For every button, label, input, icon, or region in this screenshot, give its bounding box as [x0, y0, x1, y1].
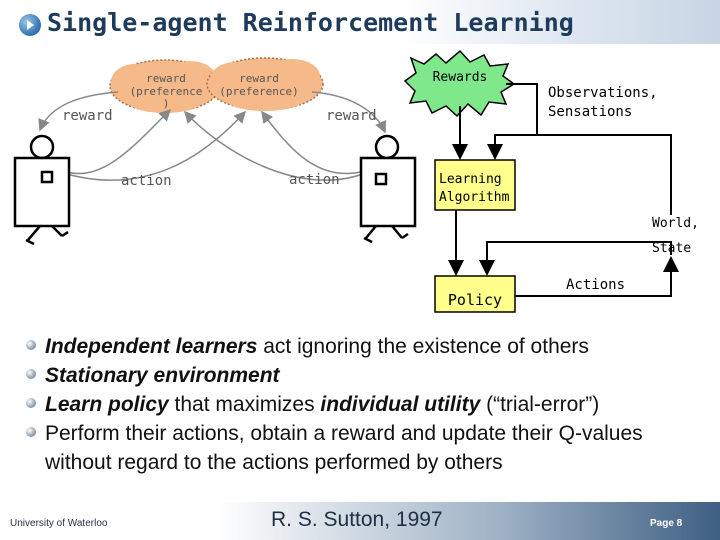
observations-to-learning-arrow	[487, 134, 672, 215]
bullet-item: Stationary environment	[26, 361, 706, 390]
bullet-text: (“trial-error”)	[480, 393, 600, 416]
bullet-item: Learn policy that maximizes individual u…	[26, 390, 706, 419]
cloud-left-line-2: (preference	[130, 85, 203, 98]
title-bar	[0, 0, 720, 44]
reward-arrow-left	[38, 91, 119, 132]
bullet-text: Perform their actions, obtain a reward a…	[45, 422, 643, 474]
action-arrow-left-1	[59, 108, 172, 175]
bullet-text: Independent learners	[45, 335, 258, 358]
policy-label: Policy	[448, 291, 502, 309]
rewards-label: Rewards	[433, 70, 488, 85]
cloud-right-line-2: (preference)	[219, 85, 298, 98]
action-arrow-left-2	[59, 110, 247, 181]
observations-label-2: Sensations	[548, 104, 632, 120]
reward-cloud-left	[109, 59, 221, 113]
agent-right	[359, 134, 417, 244]
rl-diagram: reward (preference ) reward (preference)…	[13, 49, 699, 313]
learning-algorithm-box	[434, 159, 516, 211]
learning-label-2: Algorithm	[439, 190, 510, 205]
cloud-left-line-3: )	[163, 97, 170, 110]
actions-arrow	[515, 256, 679, 297]
reward-arrow-right	[311, 91, 387, 134]
bullet-item: Perform their actions, obtain a reward a…	[26, 419, 706, 477]
world-to-policy-arrow	[479, 241, 672, 276]
reward-label-left: reward	[62, 108, 113, 124]
bullet-text: that maximizes	[168, 393, 321, 416]
footer-citation: R. S. Sutton, 1997	[271, 508, 443, 531]
action-label-left: action	[121, 173, 172, 189]
agent-left	[13, 134, 71, 246]
cloud-left-line-1: reward	[146, 72, 186, 85]
world-label-2: State	[652, 241, 691, 256]
slide-title: Single-agent Reinforcement Learning	[47, 8, 574, 37]
bullet-text: Stationary environment	[45, 364, 280, 387]
policy-box	[434, 275, 516, 313]
reward-cloud-right	[206, 57, 324, 111]
world-label-1: World,	[652, 216, 699, 231]
bullet-text: Learn policy	[45, 393, 169, 416]
action-arrow-right-2	[261, 110, 369, 175]
reward-label-right: reward	[326, 108, 377, 124]
footer-institution: University of Waterloo	[10, 518, 108, 529]
action-label-right: action	[289, 172, 340, 188]
rewards-star-box	[403, 49, 516, 118]
title-bullet-icon	[19, 14, 41, 36]
bullet-list: Independent learners act ignoring the ex…	[26, 332, 706, 477]
bullet-item: Independent learners act ignoring the ex…	[26, 332, 706, 361]
learning-label-1: Learning	[439, 172, 502, 187]
bullet-text: act ignoring the existence of others	[257, 335, 589, 358]
page-number: Page 8	[650, 518, 683, 529]
footer-bar	[0, 502, 720, 540]
action-arrow-right-1	[183, 110, 369, 181]
cloud-right-line-1: reward	[239, 72, 279, 85]
bullet-text: individual utility	[320, 393, 481, 416]
actions-label: Actions	[566, 277, 625, 293]
observations-label-1: Observations,	[548, 85, 658, 101]
